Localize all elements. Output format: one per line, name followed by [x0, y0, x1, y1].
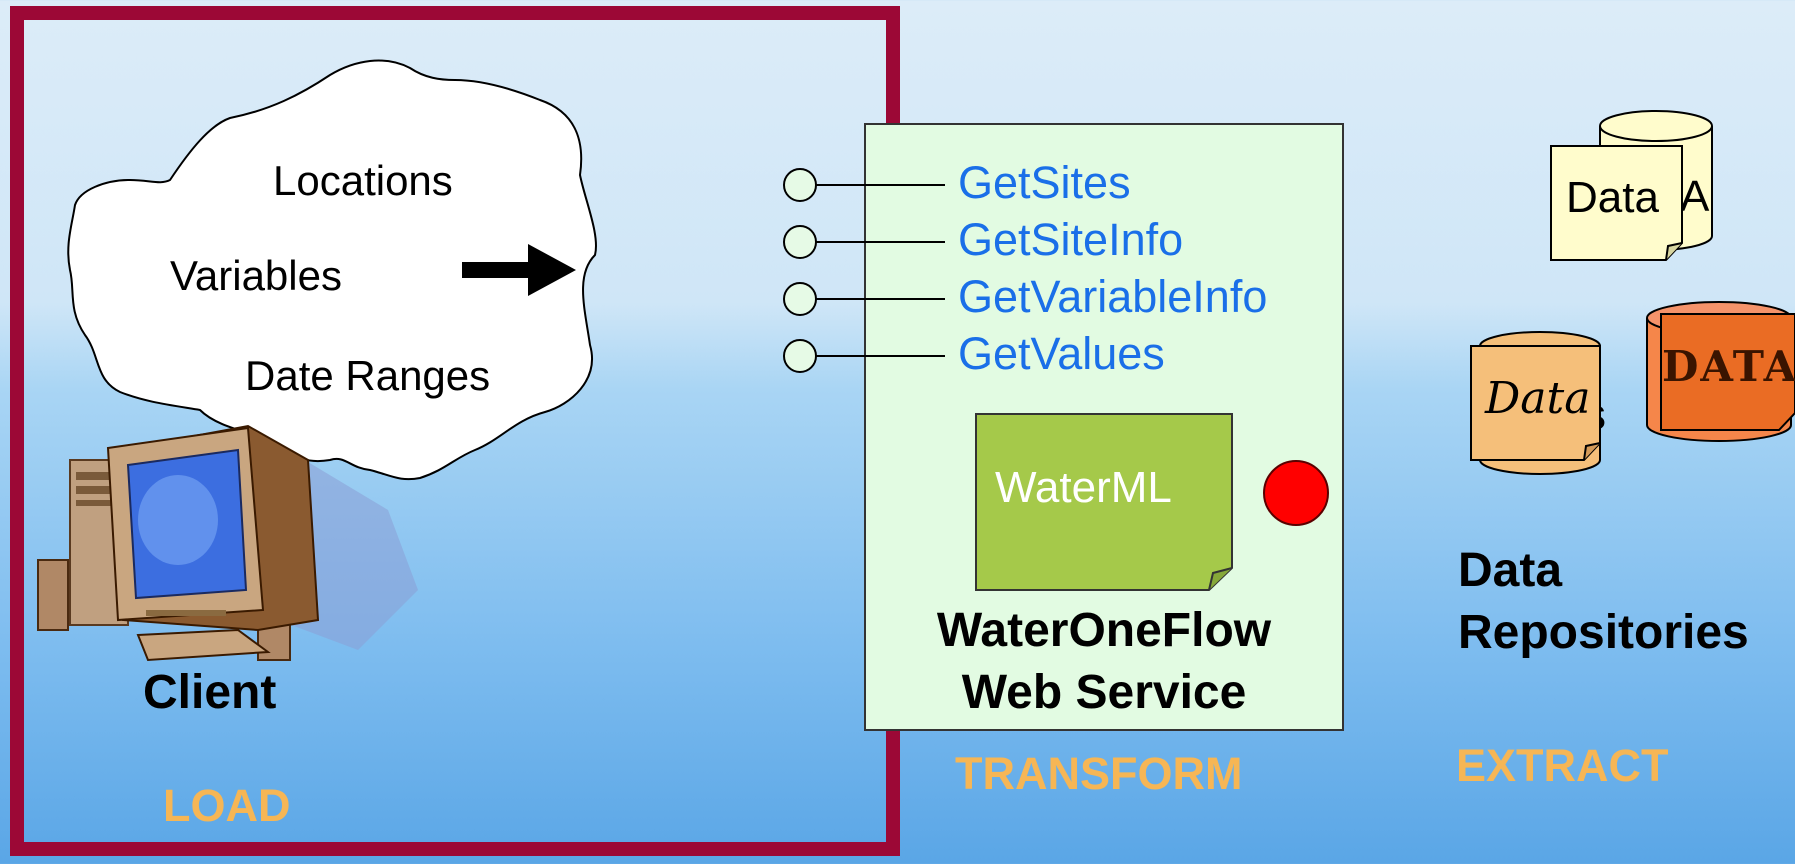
repo3-document-icon: [1660, 313, 1795, 431]
method-getsiteinfo[interactable]: GetSiteInfo: [958, 214, 1184, 265]
cloud-item-date-ranges: Date Ranges: [245, 352, 491, 399]
query-thought-cloud: [67, 59, 597, 481]
repositories-title-line2: Repositories: [1458, 606, 1749, 659]
connector-getvalues: [783, 339, 945, 373]
repositories-title: Data Repositories: [1458, 540, 1749, 664]
repo2-document-icon: [1470, 345, 1601, 461]
request-arrow-icon: [462, 244, 576, 296]
method-connectors: [783, 168, 945, 373]
connector-getvariableinfo: [783, 282, 945, 316]
repo1-label: Data: [1566, 173, 1659, 222]
web-service-title-line1: WaterOneFlow: [936, 604, 1272, 657]
load-phase-frame: [10, 6, 900, 856]
repo2-label: Data: [1485, 373, 1591, 424]
phase-label-load: LOAD: [163, 780, 291, 831]
cloud-item-locations: Locations: [273, 157, 453, 204]
repositories-title-line1: Data: [1458, 544, 1563, 597]
repo1-document-icon: [1550, 145, 1683, 261]
method-getvariableinfo[interactable]: GetVariableInfo: [958, 271, 1268, 322]
method-getvalues[interactable]: GetValues: [958, 328, 1165, 379]
computer-icon: [37, 424, 418, 662]
client-label: Client: [143, 666, 277, 719]
connector-getsiteinfo: [783, 225, 945, 259]
status-indicator-dot: [1263, 460, 1329, 526]
web-service-title: WaterOneFlow Web Service: [864, 600, 1344, 724]
watermL-label: WaterML: [995, 463, 1172, 512]
connector-getsites: [783, 168, 945, 202]
phase-label-extract: EXTRACT: [1456, 740, 1669, 791]
method-getsites[interactable]: GetSites: [958, 157, 1131, 208]
web-service-title-line2: Web Service: [961, 666, 1247, 719]
phase-label-transform: TRANSFORM: [955, 748, 1243, 799]
repo1-back-letter: A: [1680, 172, 1710, 221]
cloud-item-variables: Variables: [170, 252, 342, 299]
repo3-label: DATA: [1662, 342, 1795, 391]
watermL-document-icon: [975, 413, 1233, 591]
